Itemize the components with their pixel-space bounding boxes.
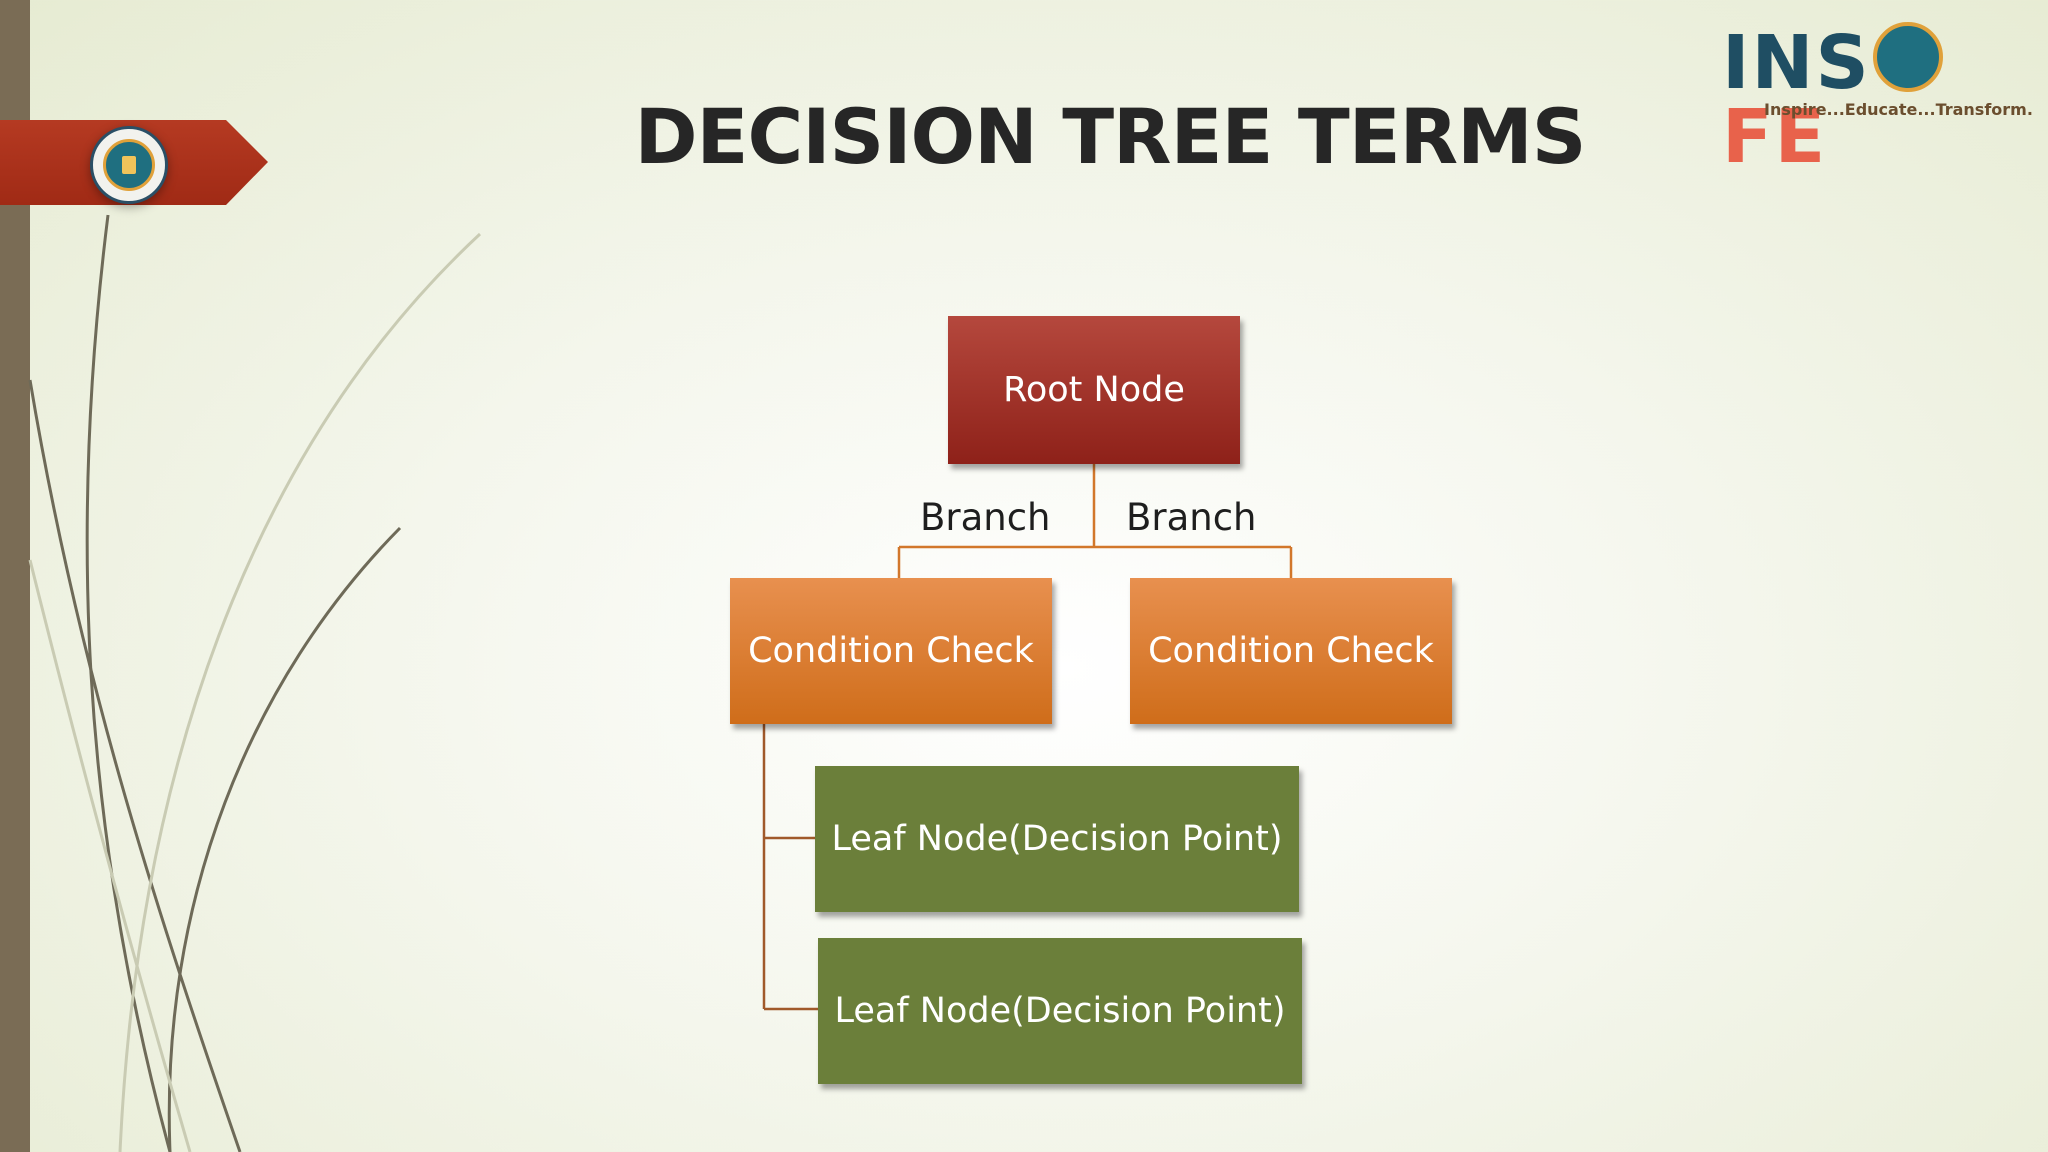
root-connector [897, 464, 1293, 578]
logo-globe-icon [1872, 22, 1943, 92]
branch-label-left: Branch [920, 496, 1051, 539]
decorative-curves [28, 214, 482, 1152]
branch-label-right: Branch [1126, 496, 1257, 539]
leaf-node-1: Leaf Node(Decision Point) [815, 766, 1299, 912]
root-node: Root Node [948, 316, 1240, 464]
condition-check-label: Condition Check [748, 631, 1034, 671]
leaf-connector [762, 724, 818, 1011]
logo-tagline: Inspire...Educate...Transform. [1764, 100, 2033, 119]
condition-check-node-left: Condition Check [730, 578, 1052, 724]
leaf-node-2: Leaf Node(Decision Point) [818, 938, 1302, 1084]
institute-seal-icon [90, 126, 168, 204]
insofe-logo: INSFE Inspire...Educate...Transform. [1722, 22, 2033, 174]
condition-check-node-right: Condition Check [1130, 578, 1452, 724]
logo-wordmark: INSFE [1722, 22, 2032, 174]
leaf-node-label: Leaf Node(Decision Point) [834, 991, 1286, 1031]
condition-check-label: Condition Check [1148, 631, 1434, 671]
leaf-node-label: Leaf Node(Decision Point) [831, 819, 1283, 859]
root-node-label: Root Node [1003, 370, 1185, 410]
slide-title: DECISION TREE TERMS [634, 92, 1586, 181]
